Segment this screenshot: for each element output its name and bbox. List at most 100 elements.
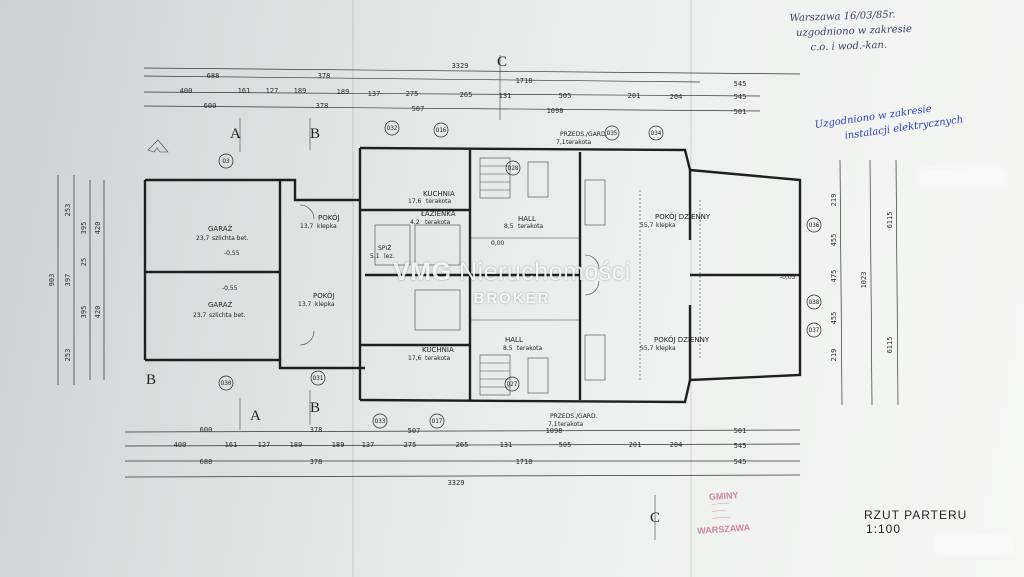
dim-bottom-r1: 507 bbox=[408, 427, 421, 435]
living-bottom-area: 55,7 bbox=[640, 345, 654, 352]
dim-line-right-col2 bbox=[895, 159, 899, 406]
dim-left-total: 903 bbox=[48, 274, 56, 287]
window-marker-label: O37 bbox=[809, 327, 820, 334]
vest-bottom-name: PRZEDS./GARD. bbox=[550, 413, 598, 420]
window-marker-label: O31 bbox=[313, 375, 324, 382]
drawing-scale: 1:100 bbox=[866, 522, 902, 536]
hall-bottom-name: HALL bbox=[505, 336, 523, 344]
watermark-brand: VMG bbox=[393, 258, 452, 286]
vest-top-floor: terakota bbox=[566, 139, 591, 146]
window-markers bbox=[218, 120, 822, 429]
window-marker-label: O38 bbox=[809, 299, 820, 306]
door-swing bbox=[299, 204, 315, 220]
hall-top-area: 8,5 bbox=[504, 223, 514, 230]
section-mark-b: B bbox=[310, 400, 320, 416]
dim-top-r2: 400 bbox=[180, 87, 193, 95]
wall-living-outer bbox=[689, 168, 802, 382]
room-garage-bottom-name: GARAŻ bbox=[208, 300, 233, 309]
dim-bottom-r2: 400 bbox=[174, 441, 187, 449]
window-marker-label: O32 bbox=[387, 125, 398, 132]
room-garage-top-area: 23,7 bbox=[196, 235, 210, 242]
hall-top-floor: terakota bbox=[518, 223, 543, 230]
bottom-dimensions: 600 378 507 1098 501 400 161 127 189 189… bbox=[174, 426, 747, 487]
dim-bottom-r2: 505 bbox=[559, 441, 572, 449]
spiz-floor: lez. bbox=[384, 253, 395, 260]
kitchen-bottom-name: KUCHNIA bbox=[422, 346, 454, 354]
paper-fold bbox=[690, 0, 692, 577]
bath-floor: terakota bbox=[425, 219, 450, 226]
stair-bottom bbox=[479, 354, 511, 396]
dim-top-r1: 1718 bbox=[516, 77, 533, 85]
window-marker-label: O34 bbox=[651, 130, 662, 137]
paper-fold bbox=[352, 0, 354, 577]
window-marker-labels: O3 O32 O16 O35 O34 O33 O17 O27 O28 O36 O… bbox=[221, 125, 820, 425]
vest-bottom-area: 7,1 bbox=[548, 421, 558, 428]
hall-top-name: HALL bbox=[518, 215, 536, 223]
hall-bottom-floor: terakota bbox=[517, 345, 542, 352]
kitchen-top-area: 17,6 bbox=[408, 198, 422, 205]
stair-flight-bottom bbox=[527, 357, 549, 394]
window-marker bbox=[429, 413, 445, 429]
window-marker bbox=[372, 413, 388, 429]
wall-center-top bbox=[359, 146, 692, 240]
window-marker-label: O3 bbox=[222, 158, 230, 165]
watermark-subtitle: BROKER bbox=[473, 290, 551, 307]
window-marker-label: O30 bbox=[221, 380, 232, 387]
dim-bottom-total: 3329 bbox=[448, 479, 465, 487]
section-mark-a: A bbox=[230, 126, 241, 142]
vest-top-name: PRZEDS./GARD. bbox=[560, 131, 608, 138]
bath-area: 4,2 bbox=[410, 219, 420, 226]
dim-top-r2: 161 bbox=[238, 87, 251, 95]
dim-line-right-total bbox=[869, 159, 873, 406]
dim-line-top-row3 bbox=[143, 105, 761, 112]
room-bottom-name: POKÓJ bbox=[313, 291, 335, 300]
dim-left-c1: 397 bbox=[64, 274, 72, 287]
wall-center-bottom bbox=[359, 305, 692, 404]
dim-top-r2: 137 bbox=[368, 90, 381, 98]
section-mark-c: C bbox=[497, 54, 507, 70]
bathroom-fixtures-lower bbox=[414, 289, 461, 331]
dim-top-r3: 378 bbox=[316, 102, 329, 110]
dim-line-top-row1 bbox=[143, 75, 701, 83]
watermark: VMG Nieruchomości BROKER bbox=[377, 258, 647, 307]
dim-left-c2: 395 bbox=[80, 222, 88, 235]
bath-name: ŁAZIENKA bbox=[420, 210, 456, 218]
dim-top-r2: 131 bbox=[499, 92, 512, 100]
section-mark-c: C bbox=[650, 510, 660, 526]
living-fixture-top bbox=[584, 179, 606, 226]
room-top-area: 13,7 bbox=[300, 223, 314, 230]
hall-bottom-area: 8,5 bbox=[503, 345, 513, 352]
dim-top-r2: 127 bbox=[266, 87, 279, 95]
dim-line-right-col1 bbox=[839, 159, 843, 406]
door-swing bbox=[299, 330, 315, 346]
dim-top-r2: 201 bbox=[628, 92, 641, 100]
dim-right-c1: 455 bbox=[830, 312, 838, 325]
dim-top-r2: 189 bbox=[294, 87, 307, 95]
dim-top-r3: 501 bbox=[734, 108, 747, 116]
window-marker-label: O35 bbox=[607, 130, 618, 137]
dim-left-c2: 395 bbox=[80, 306, 88, 319]
dim-bottom-r2: 265 bbox=[456, 441, 469, 449]
dim-left-c1: 253 bbox=[64, 204, 72, 217]
dim-bottom-r2: 131 bbox=[500, 441, 513, 449]
dim-line-top-total bbox=[143, 67, 801, 75]
dim-bottom-r2: 204 bbox=[670, 441, 683, 449]
room-garage-bottom-floor: szlichta bet. bbox=[209, 312, 246, 319]
top-dimensions: 3329 688 378 1718 545 400 161 127 189 18… bbox=[180, 62, 747, 116]
dim-top-r2: 545 bbox=[734, 93, 747, 101]
window-marker bbox=[806, 294, 822, 310]
section-mark-b: B bbox=[310, 126, 320, 142]
dim-bottom-r1: 1098 bbox=[546, 427, 563, 435]
level-right: -0,03 bbox=[780, 274, 796, 281]
window-marker bbox=[218, 153, 234, 169]
stair-top bbox=[479, 157, 511, 199]
kitchen-bottom-area: 17,6 bbox=[408, 355, 422, 362]
window-marker-label: O27 bbox=[507, 381, 518, 388]
section-mark-b: B bbox=[146, 372, 156, 388]
dim-bottom-r2: 275 bbox=[404, 441, 417, 449]
dim-top-r1: 378 bbox=[318, 72, 331, 80]
room-top-floor: klepka bbox=[317, 223, 337, 230]
wall-garage-bottom bbox=[145, 358, 365, 370]
